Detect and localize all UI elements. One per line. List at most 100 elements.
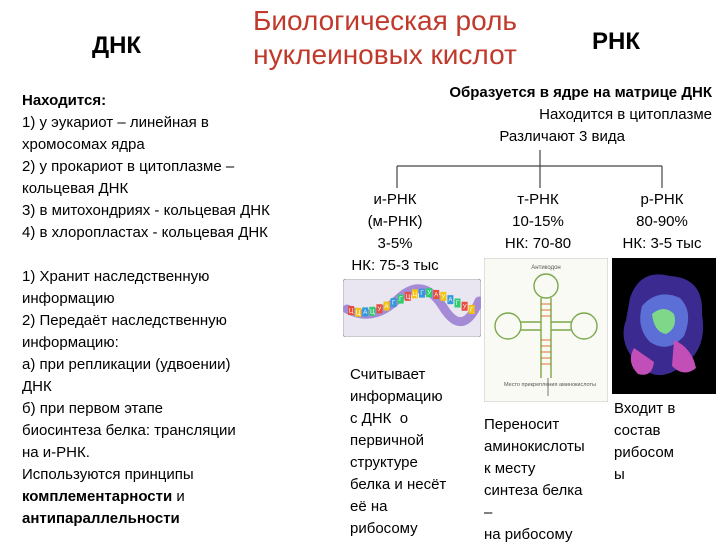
description-line: синтеза белка <box>484 482 583 499</box>
rna-type-line: НК: 70-80 <box>504 235 572 252</box>
description-line: к месту <box>484 460 536 477</box>
trna-d-loop <box>494 312 522 340</box>
mrna-description: Считывает информацию с ДНК о первичной с… <box>350 364 470 540</box>
dna-location-list: 1) у эукариот – линейная в хромосомах яд… <box>22 112 332 244</box>
description-line: информацию <box>350 388 443 405</box>
dna-function-line: биосинтеза белка: трансляции <box>22 422 236 439</box>
dna-function-line: информацию: <box>22 334 119 351</box>
mrna-base-letter: У <box>427 291 431 297</box>
description-line: – <box>484 504 493 521</box>
mrna-base-block <box>404 291 411 301</box>
mrna-base-letter: А <box>363 310 367 316</box>
rna-type-trna: т-РНК 10-15% НК: 70-80 <box>488 189 588 255</box>
trna-t-loop <box>570 312 598 340</box>
mrna-frame <box>343 279 481 337</box>
mrna-base-letter: Ц <box>370 309 375 315</box>
mrna-base-letter: У <box>441 294 445 300</box>
dna-function-line: 2) Передаёт наследственную <box>22 312 227 329</box>
mrna-base-letter: Г <box>456 301 460 307</box>
ribosome-illustration <box>612 258 716 394</box>
mrna-base-letter: Г <box>399 297 403 303</box>
mrna-base-block <box>355 307 362 317</box>
mrna-base-letter: Ц <box>406 294 411 300</box>
description-line: аминокислоты <box>484 438 585 455</box>
mrna-base-letter: Ц <box>356 310 361 316</box>
description-line: Входит в <box>614 400 676 417</box>
title-line-1: Биологическая роль <box>252 5 518 36</box>
mrna-base-block <box>411 289 418 299</box>
dna-text-block: Находится: 1) у эукариот – линейная в хр… <box>22 90 332 530</box>
principle-complementarity: комплементарности <box>22 488 173 505</box>
rrna-description: Входит в состав рибосом ы <box>614 398 706 486</box>
dna-location-line: 2) у прокариот в цитоплазме – <box>22 158 235 175</box>
mrna-base-block <box>376 304 383 314</box>
description-line: её на <box>350 498 388 515</box>
dna-principles: комплементарности и <box>22 486 332 508</box>
rna-type-mrna: и-РНК (м-РНК) 3-5% НК: 75-3 тыс <box>350 189 440 277</box>
trna-description: Переносит аминокислоты к месту синтеза б… <box>484 414 609 546</box>
description-line: ы <box>614 466 625 483</box>
mrna-base-block <box>383 301 390 311</box>
mrna-base-block <box>454 298 461 308</box>
trna-illustration: Антикодон Место прикрепления аминокислот… <box>484 258 608 402</box>
rna-location-text: Находится в цитоплазме <box>539 106 712 123</box>
principle-antiparallel: антипараллельности <box>22 510 180 527</box>
dna-function-line: Используются принципы <box>22 466 194 483</box>
rna-type-line: 3-5% <box>377 235 413 252</box>
mrna-base-letter: Г <box>470 307 474 313</box>
rna-heading: РНК <box>592 28 640 55</box>
rna-type-line: р-РНК <box>640 191 684 208</box>
trna-anticodon-label: Антикодон <box>531 265 560 271</box>
mrna-base-block <box>369 306 376 316</box>
mrna-base-block <box>433 289 440 299</box>
dna-function-line: б) при первом этапе <box>22 400 164 417</box>
rna-type-line: НК: 75-3 тыс <box>351 257 439 274</box>
mrna-base-letter: У <box>463 304 467 310</box>
mrna-base-block <box>461 301 468 311</box>
description-line: на рибосому <box>484 526 573 543</box>
description-line: Считывает <box>350 366 426 383</box>
mrna-base-letter: Г <box>420 291 424 297</box>
description-line: с ДНК о <box>350 410 409 427</box>
description-line: Переносит <box>484 416 560 433</box>
title-line-2: нуклеиновых кислот <box>253 39 517 70</box>
dna-function-line: информацию <box>22 290 115 307</box>
dna-location-line: кольцевая ДНК <box>22 180 129 197</box>
description-line: состав <box>614 422 661 439</box>
dna-function-line: а) при репликации (удвоении) <box>22 356 231 373</box>
page-title: Биологическая роль нуклеиновых кислот <box>220 4 550 72</box>
rna-type-line: (м-РНК) <box>367 213 423 230</box>
rna-type-line: и-РНК <box>373 191 417 208</box>
ribosome-rna-region <box>652 309 675 334</box>
mrna-base-block <box>447 295 454 305</box>
mrna-base-block <box>426 288 433 298</box>
mrna-base-letter: У <box>377 307 381 313</box>
ribosome-small-subunit <box>672 340 696 373</box>
dna-location-line: 3) в митохондриях - кольцевая ДНК <box>22 202 270 219</box>
mrna-base-block <box>362 307 369 317</box>
mrna-base-block <box>397 294 404 304</box>
mrna-base-block <box>390 298 397 308</box>
description-line: белка и несёт <box>350 476 447 493</box>
mrna-base-block <box>419 288 425 298</box>
mrna-base-letter: А <box>434 292 438 298</box>
mrna-base-block <box>440 291 447 301</box>
trna-site-label: Место прикрепления аминокислоты <box>504 382 596 388</box>
dna-heading: ДНК <box>92 32 142 59</box>
rna-type-rrna: р-РНК 80-90% НК: 3-5 тыс <box>610 189 714 255</box>
description-line: первичной <box>350 432 424 449</box>
dna-function-line: ДНК <box>22 378 52 395</box>
description-line: рибосом <box>614 444 674 461</box>
dna-location-title: Находится: <box>22 92 107 109</box>
rna-kinds-text: Различают 3 вида <box>499 128 625 145</box>
rna-type-line: 80-90% <box>636 213 688 230</box>
mrna-base-block <box>348 305 354 315</box>
ribosome-protein <box>630 348 654 375</box>
dna-location-line: хромосомах ядра <box>22 136 145 153</box>
mrna-base-block <box>468 304 475 314</box>
trna-anticodon-loop <box>533 273 559 299</box>
rna-type-line: НК: 3-5 тыс <box>622 235 702 252</box>
